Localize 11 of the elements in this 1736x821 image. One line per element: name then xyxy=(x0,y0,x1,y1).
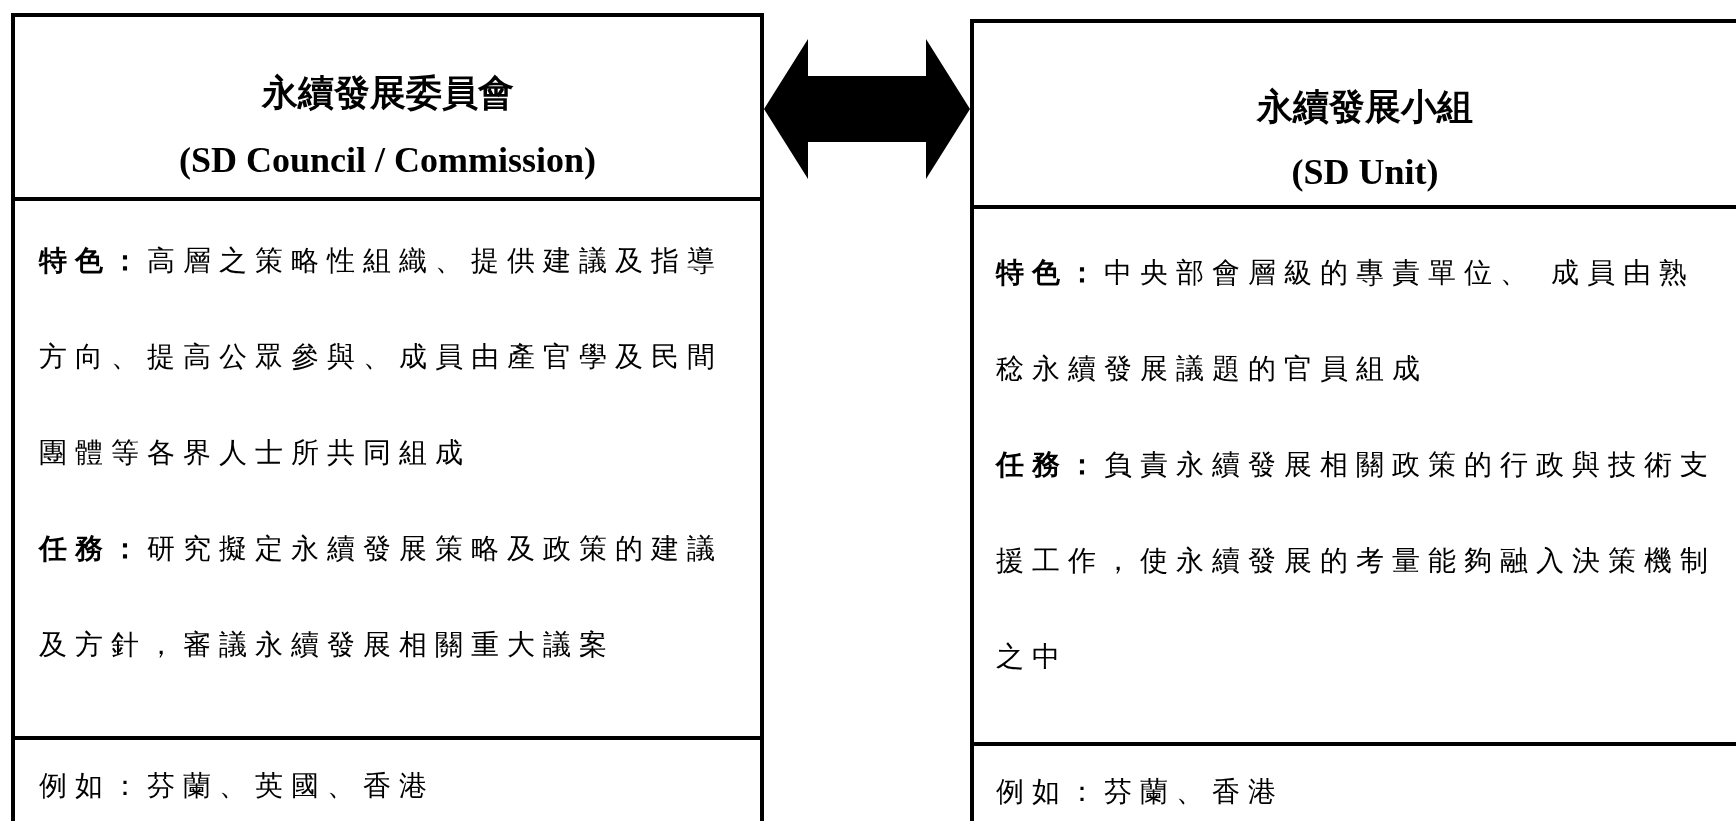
paragraph: 特色：中央部會層級的專責單位、 成員由熟稔永續發展議題的官員組成 xyxy=(996,256,1696,386)
paragraph: 特色：高層之策略性組織、提供建議及指導方向、提高公眾參與、成員由產官學及民間團體等各界人士所共同組成 xyxy=(39,244,724,470)
paragraph: 任務：研究擬定永續發展策略及政策的建議及方針，審議永續發展相關重大議案 xyxy=(39,532,724,662)
subheading: (SD Unit) xyxy=(1291,152,1439,192)
example-text: 例如：芬蘭、香港 xyxy=(996,775,1285,809)
paragraph: 任務：負責永續發展相關政策的行政與技術支援工作，使永續發展的考量能夠融入決策機制之中 xyxy=(996,448,1716,674)
example-text: 例如：芬蘭、英國、香港 xyxy=(39,769,436,803)
subheading: (SD Council / Commission) xyxy=(178,140,596,180)
double-arrow xyxy=(764,39,970,179)
heading: 永續發展委員會 xyxy=(261,73,514,113)
heading: 永續發展小組 xyxy=(1257,87,1473,127)
